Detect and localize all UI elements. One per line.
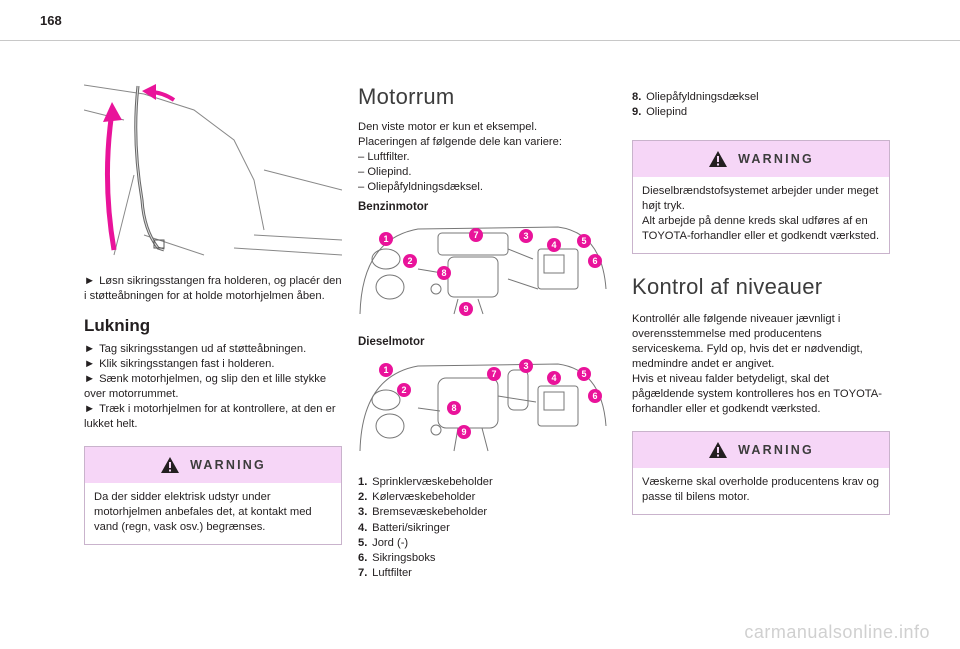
warning-box-diesel: WARNING Dieselbrændstofsystemet arbejder… <box>632 140 890 255</box>
callout-5: 5 <box>581 369 586 379</box>
warning-triangle-icon <box>709 442 728 459</box>
levels-text-1: Kontrollér alle følgende niveauer jævnli… <box>632 313 863 371</box>
part-item: – Luftfilter. <box>358 151 410 163</box>
callout-6: 6 <box>592 256 597 266</box>
warning-text: Væskerne skal overholde producentens kra… <box>642 476 879 504</box>
warning-text: Dieselbrændstofsystemet arbejder under m… <box>642 185 879 213</box>
watermark-footer: carmanualsonline.info <box>744 622 930 642</box>
callout-7: 7 <box>473 230 478 240</box>
top-divider <box>0 40 960 41</box>
warning-header: WARNING <box>633 141 889 178</box>
engine-compartment-title: Motorrum <box>358 84 455 109</box>
legend-item: 4. Batteri/sikringer <box>358 521 450 534</box>
warning-title: WARNING <box>190 458 266 472</box>
warning-triangle-icon <box>161 457 180 473</box>
petrol-engine-label: Benzinmotor <box>358 201 429 213</box>
levels-text-2: Hvis et niveau falder betydeligt, skal d… <box>632 373 882 416</box>
callout-9: 9 <box>463 304 468 314</box>
callout-1: 1 <box>383 234 388 244</box>
intro-text-2: Placeringen af følgende dele kan variere… <box>358 136 562 148</box>
closing-step: ►Klik sikringsstangen fast i holderen. <box>84 358 275 370</box>
closing-step: ►Sænk motorhjelmen, og slip den et lille… <box>84 373 327 400</box>
legend-item: 9. Oliepind <box>632 106 688 119</box>
hood-prop-illustration <box>83 84 343 256</box>
closing-step: ►Træk i motorhjelmen for at kontrollere,… <box>84 403 336 430</box>
callout-7: 7 <box>491 369 496 379</box>
warning-header: WARNING <box>85 447 341 483</box>
legend-item: 7. Luftfilter <box>358 567 412 580</box>
callout-5: 5 <box>581 236 586 246</box>
page-number: 168 <box>40 13 62 28</box>
petrol-engine-diagram: 1 2 3 4 5 6 7 8 9 <box>359 226 607 316</box>
diesel-engine-diagram: 1 2 3 4 5 6 7 8 9 <box>359 359 607 452</box>
legend-item: 8. Oliepåfyldningsdæksel <box>632 91 759 103</box>
warning-box-electrical: WARNING Da der sidder elektrisk udstyr u… <box>84 446 342 545</box>
callout-6: 6 <box>592 391 597 401</box>
callout-3: 3 <box>523 361 528 371</box>
closing-step: ►Tag sikringsstangen ud af støtteåbninge… <box>84 343 307 355</box>
callout-9: 9 <box>461 427 466 437</box>
warning-text: Alt arbejde på denne kreds skal udføres … <box>642 215 880 243</box>
callout-1: 1 <box>383 365 388 375</box>
callout-3: 3 <box>523 231 528 241</box>
diesel-engine-label: Dieselmotor <box>358 336 425 348</box>
legend-item: 6. Sikringsboks <box>358 552 436 565</box>
warning-triangle-icon <box>709 151 728 168</box>
column-left: ►Løsn sikringsstangen fra holderen, og p… <box>83 80 343 545</box>
closing-heading: Lukning <box>84 316 151 335</box>
legend-item: 5. Jord (-) <box>358 536 409 549</box>
callout-2: 2 <box>407 256 412 266</box>
legend-item: 1. Sprinklervæskebeholder <box>358 476 493 488</box>
callout-4: 4 <box>551 373 556 383</box>
part-item: – Oliepåfyldningsdæksel. <box>358 181 483 193</box>
levels-title: Kontrol af niveauer <box>632 274 823 300</box>
column-right: 8. Oliepåfyldningsdæksel 9. Oliepind WAR… <box>632 80 890 516</box>
warning-text: Da der sidder elektrisk udstyr under mot… <box>94 491 312 533</box>
warning-title: WARNING <box>738 152 814 167</box>
warning-box-fluids: WARNING Væskerne skal overholde producen… <box>632 431 890 516</box>
callout-4: 4 <box>551 240 556 250</box>
callout-8: 8 <box>451 403 456 413</box>
callout-2: 2 <box>401 385 406 395</box>
legend-item: 3. Bremsevæskebeholder <box>358 506 488 519</box>
instruction-release-rod: ►Løsn sikringsstangen fra holderen, og p… <box>84 275 342 302</box>
intro-text-1: Den viste motor er kun et eksempel. <box>358 121 538 133</box>
parts-legend: 1. Sprinklervæskebeholder 2. Kølervæskeb… <box>358 475 608 581</box>
warning-header: WARNING <box>633 432 889 469</box>
part-item: – Oliepind. <box>358 166 412 178</box>
callout-8: 8 <box>441 268 446 278</box>
parts-legend-continued: 8. Oliepåfyldningsdæksel 9. Oliepind <box>632 90 890 120</box>
warning-title: WARNING <box>738 443 814 458</box>
legend-item: 2. Kølervæskebeholder <box>358 491 476 504</box>
column-middle: Motorrum Den viste motor er kun et eksem… <box>358 80 608 581</box>
